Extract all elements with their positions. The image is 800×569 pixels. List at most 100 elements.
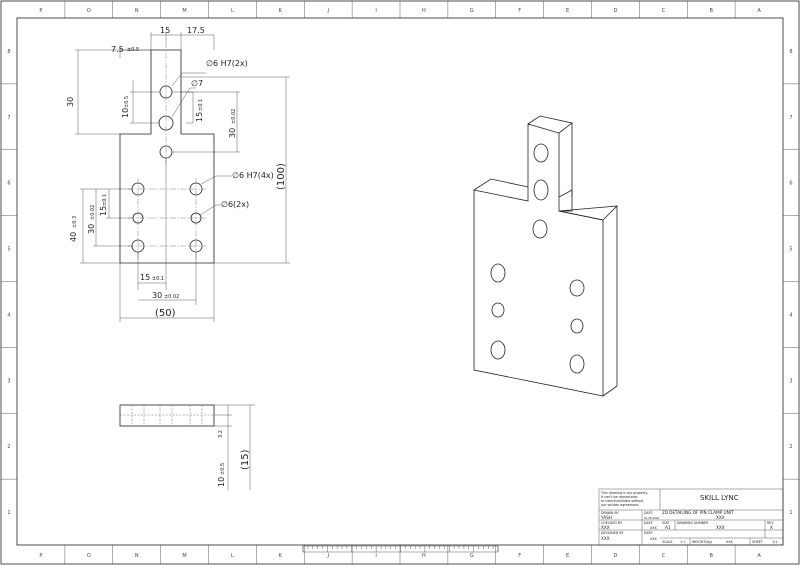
hole-grid-2 [189,182,203,196]
note-6h7-2x: ∅6 H7(2x) [206,59,248,68]
zone-row-right-6: 6 [789,181,792,187]
designed-by-value: XXX [601,536,610,541]
zone-col-bottom-G: G [470,553,474,559]
dim-7-5: 7.5 [111,45,124,54]
iso-hole-6 [491,302,505,318]
dim-15-bottom: 15 [140,273,150,282]
date3-value: XXX [650,537,658,541]
zone-col-bottom-I: I [375,553,376,559]
drawing-number-value: XXX [716,525,725,530]
notice-line-2: It can't be reproduced [601,495,637,499]
company-name: SKILL LYNC [700,494,739,502]
zone-col-top-N: N [135,8,139,14]
zone-col-top-B: B [709,8,713,14]
weight-label: WEIGHT(kg) [692,540,712,544]
zone-col-bottom-M: M [182,553,186,559]
note-7: ∅7 [191,79,203,88]
tol-30-bottom: ±0.02 [164,294,179,300]
zone-row-left-5: 5 [7,247,10,253]
iso-hole-4 [490,263,506,283]
zone-col-top-P: P [39,8,42,14]
drawn-by-value: YASH [600,515,612,520]
dim-15-hole: 15 [195,112,204,122]
dim-15-top: 15 [160,26,170,35]
zone-col-top-J: J [326,8,328,14]
tol-7-5: ±0.5 [127,47,139,53]
zone-row-left-4: 4 [7,312,10,318]
tol-15-bottom: ±0.1 [152,276,164,282]
tol-side-10: ±0.5 [220,463,226,475]
zone-col-top-K: K [279,8,283,14]
dim-40: 40 [69,232,78,242]
side-view: 3.2 10 ±0.5 (15) [119,404,255,490]
zone-col-bottom-D: D [614,553,618,559]
zone-col-bottom-K: K [279,553,283,559]
dim-30-vert: 30 [87,224,96,234]
dim-17-5-top: 17.5 [187,26,205,35]
dim-100: (100) [276,163,287,190]
drawing-title: 2D DETAILING OF PIN CLAMP UNIT [662,510,734,515]
zone-row-left-3: 3 [7,378,10,384]
notice-line-1: This drawing is our property. [600,491,648,495]
iso-hole-1 [533,143,549,163]
tol-15-vert: ±0.1 [102,194,108,206]
zone-row-right-5: 5 [789,247,792,253]
iso-hole-5 [569,279,585,297]
zone-col-bottom-E: E [566,553,569,559]
zone-col-bottom-N: N [135,553,139,559]
checked-by-value: XXX [601,525,610,530]
zone-row-left-1: 1 [7,510,10,516]
zone-row-right-4: 4 [789,312,792,318]
zone-col-bottom-A: A [757,553,761,559]
zone-col-top-F: F [518,8,521,14]
zone-row-left-6: 6 [7,181,10,187]
tol-10: ±0.5 [124,96,130,108]
iso-hole-2 [533,179,549,201]
zone-row-left-2: 2 [7,444,10,450]
zone-col-bottom-O: O [87,553,91,559]
notice-line-4: our written agreement. [601,503,639,507]
drawing-number-label: DRAWING NUMBER [677,521,709,525]
tol-30-vert: ±0.02 [90,205,96,220]
sheet-label: SHEET [752,540,764,544]
zone-row-right-3: 3 [789,378,792,384]
part-outline-side [119,404,215,427]
size-value: A1 [665,525,671,530]
zone-col-bottom-L: L [231,553,234,559]
zone-row-left-7: 7 [7,115,10,121]
scale-ruler [302,545,499,553]
zone-col-top-C: C [662,8,666,14]
zone-col-top-D: D [614,8,618,14]
zone-row-right-2: 2 [789,444,792,450]
notice-line-3: or communicated without [601,499,644,503]
weight-value: XXX [726,540,734,544]
drawn-by-label: DRAWN BY [601,511,620,515]
hole-grid-3 [132,212,144,224]
zone-row-right-1: 1 [789,510,792,516]
iso-hole-8 [490,340,506,360]
iso-front-face [473,123,604,397]
zone-col-top-I: I [375,8,376,14]
rev-label: REV [767,521,774,525]
title-block: SKILL LYNC This drawing is our property.… [598,488,784,546]
zone-col-bottom-J: J [326,553,328,559]
scale-label: SCALE [662,540,673,544]
dim-side-10: 10 [217,477,226,487]
date3-label: DATE [644,531,653,535]
zone-col-top-G: G [470,8,474,14]
zone-col-top-A: A [757,8,761,14]
top-view: 15 17.5 7.5 ±0.5 30 10 ±0.5 15 ±0.1 30 ±… [66,26,290,322]
zone-col-top-M: M [182,8,186,14]
zone-col-bottom-C: C [662,553,666,559]
size-label: SIZE [662,521,669,525]
tol-15-hole: ±0.1 [198,99,204,111]
rev-value: X [770,525,773,530]
dim-30-right: 30 [228,128,237,138]
iso-hole-9 [569,354,585,374]
iso-hole-3 [532,219,548,239]
drawing-title-value: XXX [716,515,725,520]
zone-col-bottom-F: F [518,553,521,559]
dim-side-15: (15) [240,449,251,470]
